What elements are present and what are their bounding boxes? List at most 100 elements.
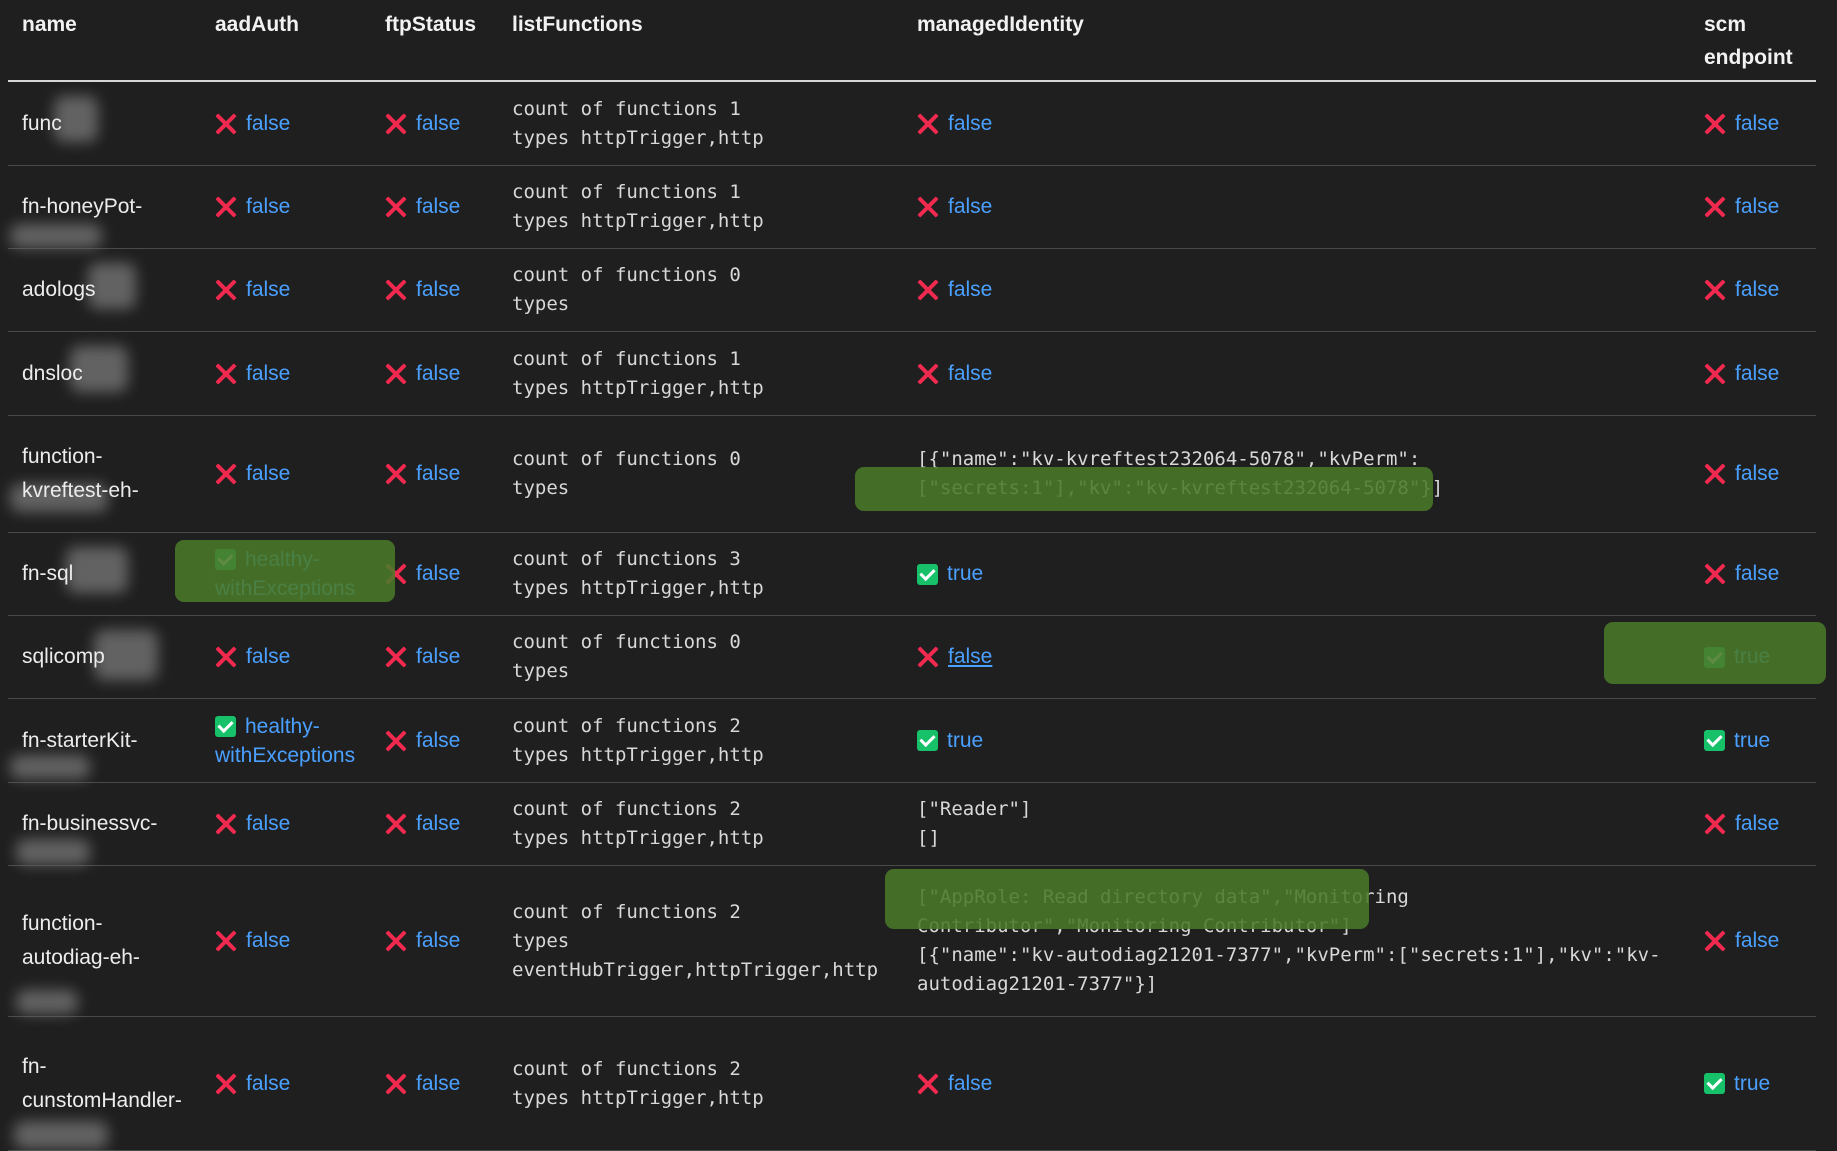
header-aadauth: aadAuth: [215, 0, 385, 82]
ftpstatus-value-link[interactable]: false: [416, 929, 461, 952]
ftpstatus-value-link[interactable]: false: [416, 728, 461, 752]
aadauth-value-link[interactable]: false: [246, 111, 291, 135]
managedidentity-status: false: [917, 357, 992, 391]
table-row-listfunctions-cell: count of functions 0 types: [508, 416, 913, 533]
ftpstatus-value-link[interactable]: false: [416, 462, 461, 485]
scm-value-link[interactable]: false: [1735, 278, 1780, 301]
table-row-managedidentity-cell: false: [913, 616, 1704, 699]
function-app-name: func: [22, 111, 62, 135]
aadauth-value-link[interactable]: false: [246, 645, 291, 668]
aadauth-value-link[interactable]: false: [246, 462, 291, 485]
x-mark-icon: [215, 113, 237, 135]
scm-status: false: [1704, 557, 1779, 591]
aadauth-value-link[interactable]: false: [246, 929, 291, 952]
scm-value-link[interactable]: true: [1734, 1071, 1771, 1095]
ftpstatus-value-link[interactable]: false: [416, 1071, 461, 1095]
ftpstatus-value-link[interactable]: false: [416, 645, 461, 668]
managedidentity-status: false: [917, 1067, 992, 1101]
table-row-ftpstatus-cell: false: [385, 533, 508, 616]
header-scm-endpoint: scm endpoint: [1704, 0, 1816, 82]
table-row-managedidentity-cell: false: [913, 249, 1704, 332]
ftpstatus-value-link[interactable]: false: [416, 195, 461, 218]
scm-value-link[interactable]: false: [1735, 929, 1780, 952]
table-row-aadauth-cell: false: [215, 166, 385, 249]
redacted-name-blur: [16, 990, 78, 1014]
list-functions-text: count of functions 0 types: [512, 631, 741, 682]
scm-value-link[interactable]: false: [1735, 562, 1780, 585]
managedidentity-value-link[interactable]: false: [948, 278, 993, 301]
managedidentity-status: true: [917, 724, 983, 758]
table-row-name-cell: function- kvreftest-eh-: [8, 416, 215, 533]
table-row-listfunctions-cell: count of functions 1 types httpTrigger,h…: [508, 332, 913, 416]
scm-value-link[interactable]: false: [1735, 361, 1780, 385]
table-row-managedidentity-cell: false: [913, 82, 1704, 166]
managedidentity-status: false: [917, 190, 992, 224]
scm-value-link[interactable]: false: [1735, 111, 1780, 135]
managedidentity-value-link[interactable]: false: [948, 1071, 993, 1095]
table-row-aadauth-cell: false: [215, 1017, 385, 1151]
managedidentity-value-link[interactable]: true: [947, 728, 984, 752]
redacted-name-blur: [16, 839, 90, 865]
scm-status: true: [1704, 1067, 1770, 1101]
managedidentity-value-link[interactable]: false: [948, 645, 993, 668]
redacted-name-blur: [88, 263, 136, 309]
table-row-name-cell: func: [8, 82, 215, 166]
redacted-name-blur: [10, 224, 102, 248]
aadauth-status: false: [215, 1067, 290, 1101]
ftpstatus-status: false: [385, 724, 460, 758]
aadauth-value-link[interactable]: false: [246, 195, 291, 218]
managedidentity-value-link[interactable]: false: [948, 361, 993, 385]
header-listfunctions: listFunctions: [508, 0, 913, 82]
x-mark-icon: [385, 646, 407, 668]
managedidentity-value-link[interactable]: true: [947, 562, 984, 585]
managedidentity-value-link[interactable]: false: [948, 195, 993, 218]
ftpstatus-value-link[interactable]: false: [416, 111, 461, 135]
list-functions-text: count of functions 2 types httpTrigger,h…: [512, 714, 764, 766]
aadauth-value-link[interactable]: false: [246, 361, 291, 385]
x-mark-icon: [215, 930, 237, 952]
list-functions-text: count of functions 2 types eventHubTrigg…: [512, 900, 879, 981]
x-mark-icon: [917, 646, 939, 668]
scm-value-link[interactable]: false: [1735, 812, 1780, 835]
table-row-aadauth-cell: false: [215, 82, 385, 166]
ftpstatus-value-link[interactable]: false: [416, 278, 461, 301]
x-mark-icon: [385, 930, 407, 952]
header-name: name: [8, 0, 215, 82]
x-mark-icon: [215, 646, 237, 668]
x-mark-icon: [1704, 196, 1726, 218]
table-row-aadauth-cell: healthy-withExceptions: [175, 533, 395, 616]
ftpstatus-value-link[interactable]: false: [416, 361, 461, 385]
managed-identity-text: [{"name":"kv-kvreftest232064-5078","kvPe…: [917, 448, 1444, 499]
aadauth-value-link[interactable]: healthy-: [245, 714, 320, 738]
x-mark-icon: [1704, 463, 1726, 485]
table-row-aadauth-cell: false: [215, 616, 385, 699]
aadauth-value-link[interactable]: false: [246, 278, 291, 301]
scm-value-link[interactable]: false: [1735, 462, 1780, 485]
ftpstatus-status: false: [385, 107, 460, 141]
managedidentity-status: false: [917, 107, 992, 141]
ftpstatus-value-link[interactable]: false: [416, 562, 461, 585]
table-row-ftpstatus-cell: false: [385, 249, 508, 332]
ftpstatus-value-link[interactable]: false: [416, 812, 461, 835]
aadauth-status: healthy-withExceptions: [215, 712, 355, 770]
aadauth-value-link-cont[interactable]: withExceptions: [215, 743, 356, 767]
function-app-name: adologs: [22, 278, 96, 301]
table-row-aadauth-cell: false: [215, 866, 385, 1017]
aadauth-value-link[interactable]: false: [246, 812, 291, 835]
table-row-ftpstatus-cell: false: [385, 332, 508, 416]
x-mark-icon: [215, 196, 237, 218]
table-row-managedidentity-cell: false: [913, 1017, 1704, 1151]
table-row-managedidentity-cell: false: [913, 166, 1704, 249]
list-functions-text: count of functions 3 types httpTrigger,h…: [512, 548, 764, 599]
list-functions-text: count of functions 2 types httpTrigger,h…: [512, 798, 764, 849]
aadauth-value-link[interactable]: false: [246, 1071, 291, 1095]
scm-value-link[interactable]: false: [1735, 195, 1780, 218]
function-app-name: function- autodiag-eh-: [22, 912, 140, 969]
managedidentity-value-link[interactable]: false: [948, 111, 993, 135]
table-row-scm-cell: false: [1704, 166, 1816, 249]
table-row-managedidentity-cell: ["Reader"] []: [913, 783, 1704, 866]
aadauth-highlight: [175, 540, 395, 602]
x-mark-icon: [1704, 279, 1726, 301]
scm-value-link[interactable]: true: [1734, 728, 1771, 752]
ftpstatus-status: false: [385, 557, 460, 591]
